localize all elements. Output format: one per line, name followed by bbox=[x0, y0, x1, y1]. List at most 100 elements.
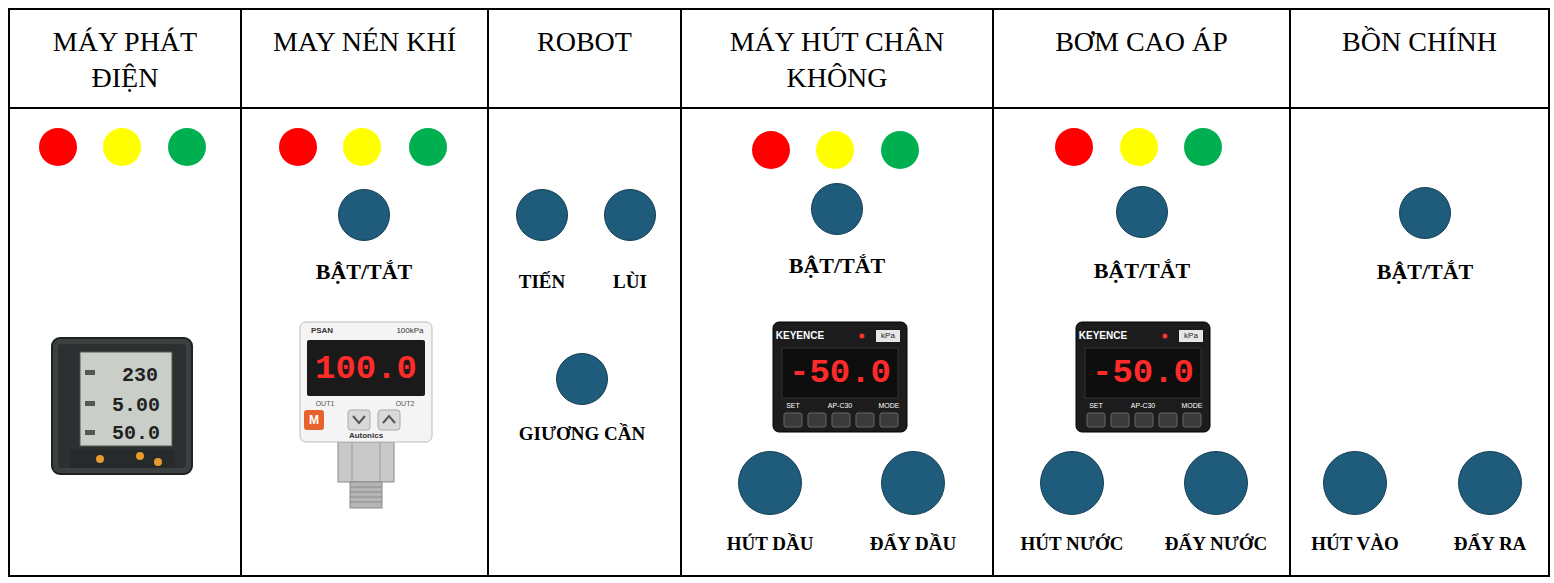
range-marking: 100kPa bbox=[396, 327, 423, 335]
column-heading: BƠM CAO ÁP bbox=[994, 10, 1289, 109]
lcd-icon bbox=[85, 430, 95, 435]
thread bbox=[350, 482, 382, 508]
red-lamp bbox=[279, 128, 317, 166]
panel-column: ROBOT TIẾN LÙI GIƯƠNG CẦN bbox=[487, 8, 682, 577]
push-button: HÚT VÀO bbox=[1311, 451, 1398, 556]
button-cap bbox=[1040, 451, 1104, 515]
meter-face bbox=[58, 344, 186, 468]
lcd-icon bbox=[85, 370, 95, 375]
sensor-display bbox=[782, 348, 898, 398]
switch-display bbox=[307, 340, 425, 396]
unit-marking: kPa bbox=[1184, 332, 1198, 340]
up-key bbox=[378, 410, 400, 430]
green-lamp bbox=[881, 131, 919, 169]
pressure-reading: -50.0 bbox=[789, 356, 891, 390]
red-lamp bbox=[1055, 128, 1093, 166]
button-cap bbox=[556, 353, 608, 405]
brand-name: KEYENCE bbox=[1079, 331, 1127, 341]
panel-column: BỒN CHÍNH BẬT/TẮT HÚT VÀO ĐẨY RA bbox=[1289, 8, 1550, 577]
button-label: ĐẨY DẦU bbox=[870, 533, 956, 556]
pressure-reading: 100.0 bbox=[315, 352, 417, 386]
yellow-lamp bbox=[816, 131, 854, 169]
green-lamp bbox=[1184, 128, 1222, 166]
button-label: BẬT/TẮT bbox=[789, 253, 886, 279]
sensor-key bbox=[856, 413, 874, 427]
model-name: AP-C30 bbox=[1131, 402, 1156, 409]
button-label: HÚT VÀO bbox=[1311, 533, 1398, 556]
column-heading: ROBOT bbox=[489, 10, 680, 109]
button-label: LÙI bbox=[613, 271, 647, 294]
nut-facet bbox=[380, 442, 381, 482]
nut-facet bbox=[352, 442, 353, 482]
key-legend: SET bbox=[786, 402, 800, 409]
button-label: HÚT DẦU bbox=[727, 533, 814, 556]
panel-column: MÁY HÚT CHÂN KHÔNG BẬT/TẮT HÚT DẦU ĐẨY DẦU bbox=[680, 8, 994, 577]
meter-lcd bbox=[80, 352, 172, 446]
column-heading: MÁY HÚT CHÂN KHÔNG bbox=[682, 10, 992, 109]
panel-column: BƠM CAO ÁP BẬT/TẮT HÚT NƯỚC ĐẨY NƯỚC bbox=[992, 8, 1291, 577]
unit-marking: kPa bbox=[881, 332, 895, 340]
meter-reading: 230 bbox=[122, 366, 158, 386]
button-label: BẬT/TẮT bbox=[1094, 258, 1191, 284]
push-button: LÙI bbox=[604, 189, 656, 294]
push-button: ĐẨY NƯỚC bbox=[1165, 451, 1268, 556]
model-name: AP-C30 bbox=[828, 402, 853, 409]
up-chevron bbox=[383, 416, 395, 423]
yellow-lamp bbox=[1120, 128, 1158, 166]
meter-reading: 50.0 bbox=[112, 424, 160, 444]
button-label: ĐẨY RA bbox=[1454, 533, 1527, 556]
green-lamp bbox=[409, 128, 447, 166]
brand-name: KEYENCE bbox=[776, 331, 824, 341]
column-heading: BỒN CHÍNH bbox=[1291, 10, 1548, 109]
indicator-lights bbox=[39, 128, 1222, 169]
push-button: TIẾN bbox=[516, 189, 568, 294]
key-legend: SET bbox=[1089, 402, 1103, 409]
push-button: BẬT/TẮT bbox=[316, 189, 413, 285]
push-button: BẬT/TẮT bbox=[1377, 187, 1474, 285]
output-marking: OUT1 bbox=[316, 400, 335, 407]
down-chevron bbox=[353, 416, 365, 423]
meter-knob bbox=[96, 455, 104, 463]
push-button: HÚT NƯỚC bbox=[1021, 451, 1124, 556]
red-lamp bbox=[752, 131, 790, 169]
push-button: BẬT/TẮT bbox=[1094, 186, 1191, 284]
hex-nut bbox=[338, 442, 394, 482]
meter-knob bbox=[154, 458, 162, 466]
model-name: PSAN bbox=[311, 327, 333, 335]
pressure-switch bbox=[300, 322, 432, 508]
pressure-sensor bbox=[773, 322, 907, 432]
sensor-key bbox=[808, 413, 826, 427]
down-key bbox=[348, 410, 370, 430]
button-label: BẬT/TẮT bbox=[316, 259, 413, 285]
push-button: ĐẨY RA bbox=[1454, 451, 1527, 556]
column-heading: MAY NÉN KHÍ bbox=[242, 10, 487, 109]
sensor-key bbox=[880, 413, 898, 427]
button-cap bbox=[516, 189, 568, 241]
key-legend: MODE bbox=[879, 402, 900, 409]
button-cap bbox=[338, 189, 390, 241]
pressure-reading: -50.0 bbox=[1092, 356, 1194, 390]
brand-name: Autonics bbox=[349, 432, 383, 440]
lcd-icon bbox=[85, 401, 95, 406]
panel-column: MAY NÉN KHÍ BẬT/TẮT bbox=[240, 8, 489, 577]
push-button: HÚT DẦU bbox=[727, 451, 814, 556]
button-cap bbox=[738, 451, 802, 515]
button-cap bbox=[811, 183, 863, 235]
button-cap bbox=[1184, 451, 1248, 515]
column-heading: MÁY PHÁT ĐIỆN bbox=[10, 10, 240, 109]
meter-knob bbox=[136, 452, 144, 460]
meter-keypad bbox=[70, 450, 175, 468]
button-cap bbox=[1116, 186, 1168, 238]
panel-column: MÁY PHÁT ĐIỆN bbox=[8, 8, 242, 577]
meter-reading: 5.00 bbox=[112, 396, 160, 416]
thread-lines bbox=[350, 487, 382, 502]
push-button: GIƯƠNG CẦN bbox=[519, 353, 646, 446]
push-button: ĐẨY DẦU bbox=[870, 451, 956, 556]
red-lamp bbox=[39, 128, 77, 166]
sensor-key bbox=[784, 413, 802, 427]
button-cap bbox=[881, 451, 945, 515]
button-cap bbox=[604, 189, 656, 241]
switch-body bbox=[300, 322, 432, 442]
status-led bbox=[860, 334, 865, 339]
